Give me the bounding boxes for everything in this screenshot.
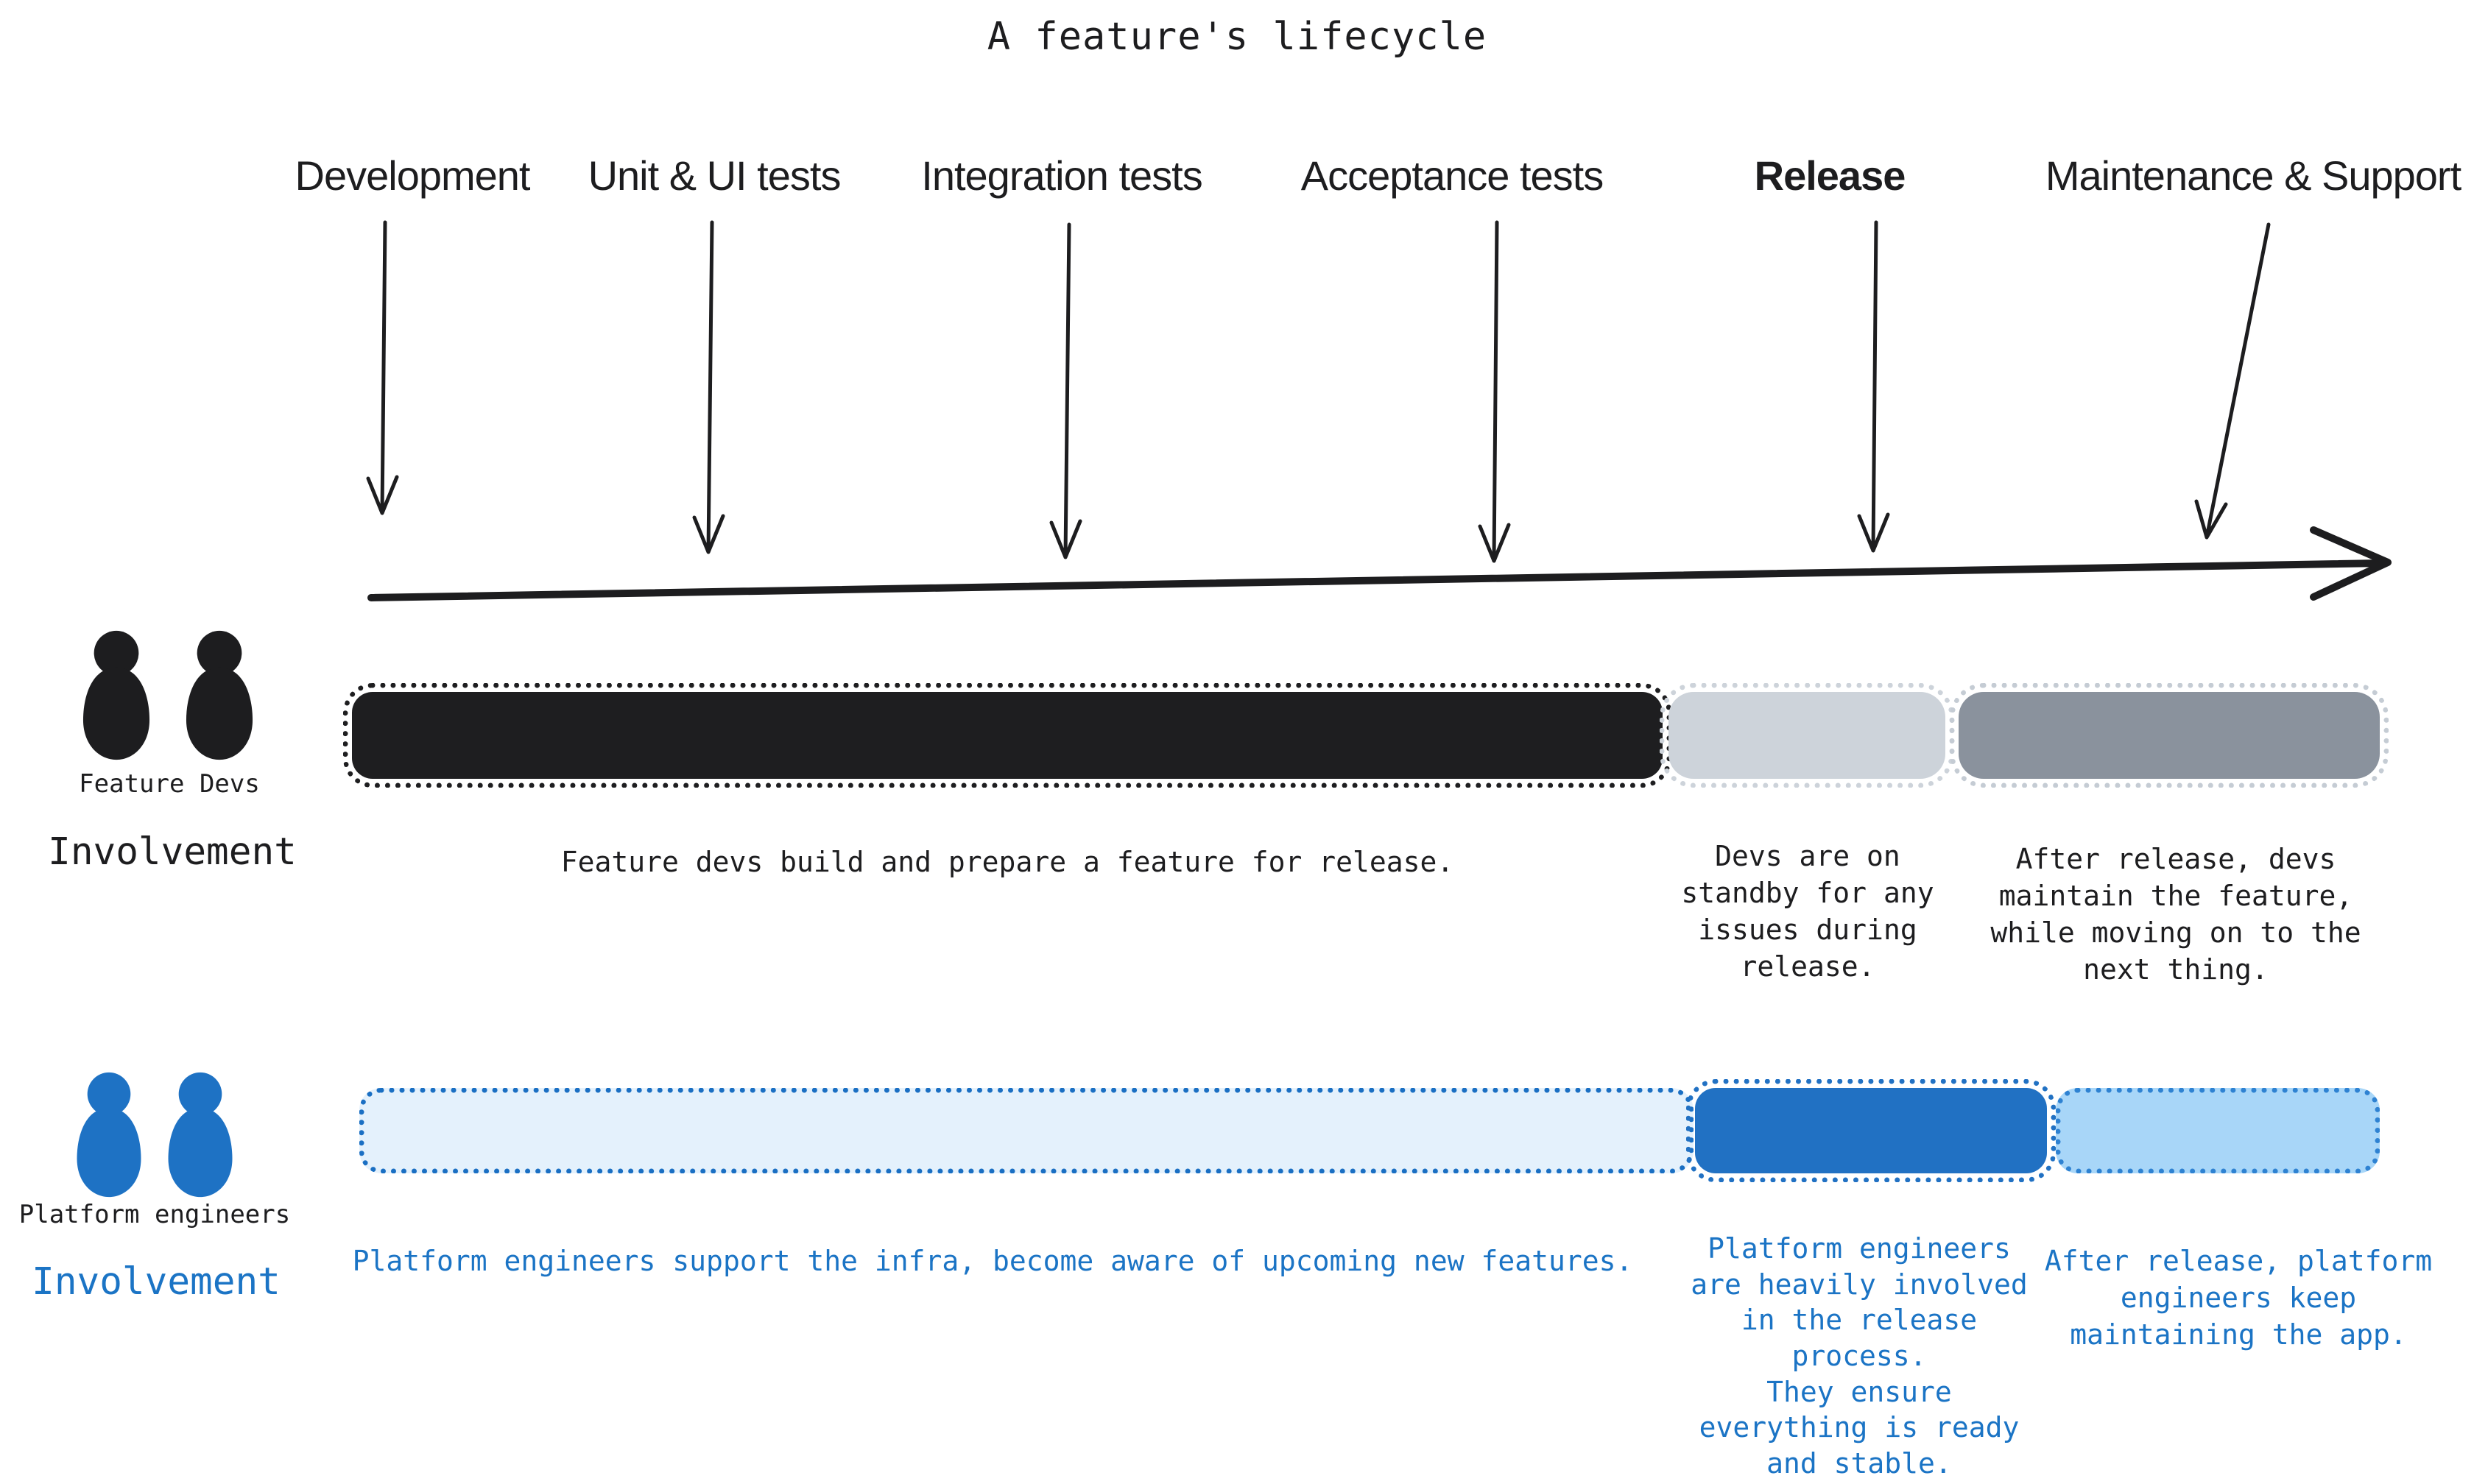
feature-devs-release-bar [1660,683,1954,788]
feature-devs-build-bar [343,683,1671,788]
page-title: A feature's lifecycle [987,15,1487,59]
platform-engineers-after-release-note: After release, platform engineers keep m… [2044,1245,2433,1352]
stage-label-development: Development [295,152,531,199]
down-arrow-integration-tests [1049,222,1082,559]
feature-devs-maintenance-bar [1950,683,2389,788]
feature-devs-release-note: Devs are on standby for any issues durin… [1681,840,1934,983]
down-arrow-acceptance-tests [1478,220,1511,563]
stage-label-integration-tests: Integration tests [921,152,1202,199]
stage-label-acceptance-tests: Acceptance tests [1300,152,1604,199]
down-arrow-unit-ui-tests [692,220,725,554]
person-icon [168,1072,233,1198]
person-icon [77,1072,141,1198]
platform-engineers-icons [71,1066,239,1204]
feature-devs-group-label: Feature Devs [79,769,260,799]
platform-engineers-group-label: Platform engineers [18,1200,291,1229]
platform-engineers-involvement-label: Involvement [32,1260,281,1304]
platform-engineers-release-note: Platform engineers are heavily involved … [1691,1232,2028,1480]
platform-engineers-support-note: Platform engineers support the infra, be… [352,1245,1633,1277]
feature-devs-involvement-label: Involvement [48,830,297,874]
down-arrow-release [1857,220,1890,553]
person-icon [82,630,150,760]
person-icon [186,630,253,760]
stage-label-maintenance-support: Maintenance & Support [2045,152,2461,199]
platform-engineers-after-release-bar [2056,1088,2380,1173]
timeline-arrow [367,526,2392,601]
stage-label-release: Release [1754,152,1906,199]
feature-devs-icons [75,627,261,764]
stage-label-unit-ui-tests: Unit & UI tests [588,152,842,199]
down-arrow-development [366,220,399,515]
platform-engineers-release-bar [1686,1079,2056,1182]
down-arrow-maintenance-support [2194,222,2271,540]
feature-devs-build-note: Feature devs build and prepare a feature… [560,846,1454,878]
platform-engineers-support-bar [359,1088,1694,1173]
feature-devs-maintenance-note: After release, devs maintain the feature… [1990,843,2361,986]
